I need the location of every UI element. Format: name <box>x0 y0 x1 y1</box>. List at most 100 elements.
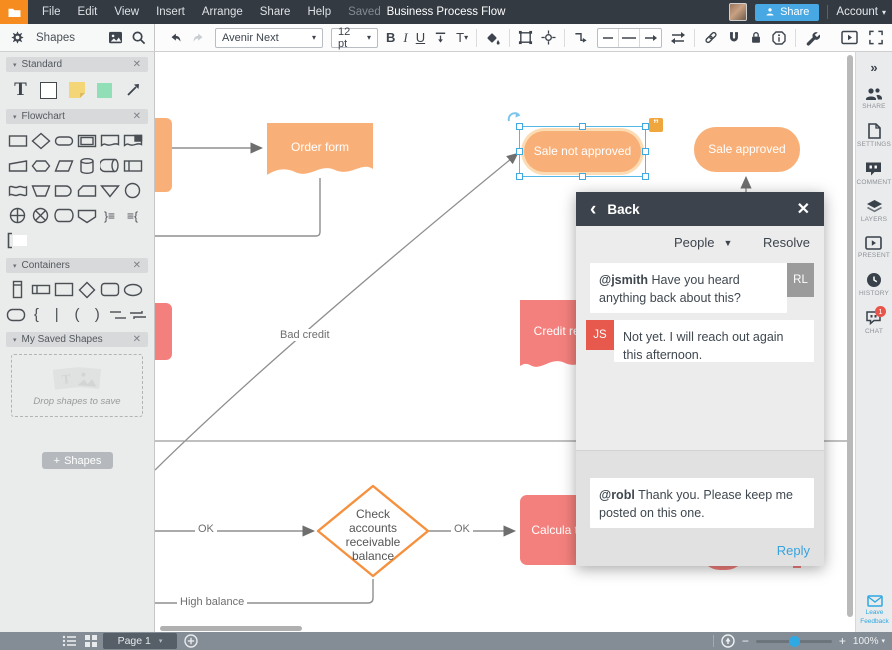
rail-settings[interactable]: SETTINGS <box>857 123 891 148</box>
node-sale-not-approved[interactable]: Sale not approved <box>524 131 641 172</box>
container-horizontal-lines[interactable] <box>107 303 127 327</box>
close-panel-button[interactable]: ✕ <box>796 201 810 218</box>
swap-arrows-icon[interactable] <box>670 31 686 45</box>
back-button[interactable]: ‹ Back <box>590 200 640 219</box>
section-containers[interactable]: ▾ Containers ✕ <box>6 258 148 273</box>
line-endpoint-select[interactable] <box>597 27 663 48</box>
shape-or-junction[interactable] <box>6 204 29 228</box>
menu-edit[interactable]: Edit <box>77 6 98 18</box>
shape-manager-gear-icon[interactable] <box>10 30 25 45</box>
resize-handle[interactable] <box>642 148 649 155</box>
rail-share[interactable]: SHARE <box>862 87 885 110</box>
shape-manual-operation[interactable] <box>29 179 52 203</box>
magnet-icon[interactable] <box>727 30 741 45</box>
connector-type-icon[interactable] <box>573 30 589 45</box>
rail-chat[interactable]: 1 CHAT <box>865 306 886 335</box>
shape-arrow[interactable] <box>121 78 144 102</box>
shape-data[interactable] <box>52 154 75 178</box>
zoom-slider-thumb[interactable] <box>788 635 800 647</box>
frame-style-icon[interactable] <box>518 30 533 45</box>
shape-brace-left[interactable]: ≡{ <box>126 208 138 223</box>
text-style-button[interactable]: T▾ <box>456 30 468 45</box>
shape-direct-access-storage[interactable] <box>98 154 121 178</box>
shape-display[interactable] <box>75 204 98 228</box>
zoom-slider[interactable] <box>755 635 832 647</box>
undo-icon[interactable] <box>167 31 183 45</box>
node-partial-orange[interactable] <box>155 118 172 192</box>
vertical-align-icon[interactable] <box>433 30 448 45</box>
shape-note-bracket[interactable] <box>6 229 29 253</box>
shape-predefined-process[interactable] <box>75 129 98 153</box>
container-paren-left[interactable]: ( <box>74 306 80 323</box>
zoom-level-dropdown[interactable]: 100% ▾ <box>853 636 885 647</box>
rail-comment[interactable]: COMMENT <box>857 161 892 186</box>
comment-badge-icon[interactable]: ” <box>649 118 663 132</box>
page-grid-icon[interactable] <box>84 634 98 648</box>
wrench-icon[interactable] <box>804 30 821 46</box>
container-horizontal[interactable] <box>29 278 52 302</box>
presentation-icon[interactable] <box>841 30 858 45</box>
shape-connector-circle[interactable] <box>121 179 144 203</box>
shape-preparation[interactable] <box>29 154 52 178</box>
leave-feedback-button[interactable]: Leave Feedback <box>856 595 892 626</box>
bold-button[interactable]: B <box>386 30 396 45</box>
font-family-select[interactable]: Avenir Next ▾ <box>215 27 323 48</box>
collapse-rail-button[interactable]: » <box>870 60 878 75</box>
menu-file[interactable]: File <box>42 6 61 18</box>
image-icon[interactable] <box>108 31 123 44</box>
container-rectangle[interactable] <box>52 278 75 302</box>
node-partial-red[interactable] <box>155 303 172 360</box>
edge-high-balance[interactable] <box>155 579 374 604</box>
shape-internal-storage[interactable] <box>121 154 144 178</box>
link-icon[interactable] <box>703 30 719 45</box>
shape-database[interactable] <box>75 154 98 178</box>
close-icon[interactable]: ✕ <box>132 334 141 345</box>
shape-brace-right[interactable]: }≡ <box>103 208 115 223</box>
selection-box[interactable] <box>516 123 649 180</box>
shape-decision[interactable] <box>29 129 52 153</box>
line-end-cell[interactable] <box>640 29 661 47</box>
edge-label-ok-left[interactable]: OK <box>195 523 217 535</box>
document-title[interactable]: Business Process Flow <box>386 6 506 18</box>
info-icon[interactable] <box>771 30 787 46</box>
shape-summing-junction[interactable] <box>29 204 52 228</box>
zoom-in-button[interactable]: + <box>838 634 846 648</box>
line-style-cell[interactable] <box>619 28 641 47</box>
edge-label-ok-right[interactable]: OK <box>451 523 473 535</box>
shape-colored-square[interactable] <box>93 78 116 102</box>
menu-arrange[interactable]: Arrange <box>201 6 243 18</box>
page-selector[interactable]: Page 1 ▾ <box>103 633 177 649</box>
section-flowchart[interactable]: ▾ Flowchart ✕ <box>6 109 148 124</box>
resize-handle[interactable] <box>642 173 649 180</box>
close-icon[interactable]: ✕ <box>132 59 141 70</box>
user-avatar[interactable] <box>729 3 748 21</box>
edge-bad-credit[interactable] <box>155 152 519 471</box>
redo-icon[interactable] <box>191 31 207 45</box>
resize-handle[interactable] <box>579 123 586 130</box>
container-brace-left[interactable]: { <box>33 306 39 323</box>
rail-present[interactable]: PRESENT <box>858 236 890 259</box>
shape-terminator[interactable] <box>52 129 75 153</box>
lock-icon[interactable] <box>749 30 763 45</box>
node-check-balance[interactable] <box>316 484 430 578</box>
reply-button[interactable]: Reply <box>776 543 810 558</box>
share-button[interactable]: Share <box>755 3 820 21</box>
page-list-icon[interactable] <box>62 634 77 648</box>
menu-help[interactable]: Help <box>307 6 332 18</box>
menu-insert[interactable]: Insert <box>156 6 185 18</box>
add-shapes-button[interactable]: + Shapes <box>42 452 113 469</box>
section-my-saved-shapes[interactable]: ▾ My Saved Shapes ✕ <box>6 332 148 347</box>
edge-label-high-balance[interactable]: High balance <box>177 596 248 608</box>
rail-history[interactable]: HISTORY <box>859 272 889 297</box>
account-menu[interactable]: Account ▾ <box>836 6 886 18</box>
vertical-scrollbar[interactable] <box>847 55 853 617</box>
rail-layers[interactable]: LAYERS <box>861 199 887 223</box>
container-diamond[interactable] <box>75 278 98 302</box>
people-filter-dropdown[interactable]: People ▼ <box>674 235 732 250</box>
container-pill[interactable] <box>6 303 26 327</box>
fit-to-screen-icon[interactable] <box>721 634 735 648</box>
add-page-icon[interactable] <box>184 634 198 648</box>
rotate-handle-icon[interactable] <box>507 110 523 124</box>
edge-label-bad-credit[interactable]: Bad credit <box>277 329 333 341</box>
shape-stored-data[interactable] <box>52 204 75 228</box>
